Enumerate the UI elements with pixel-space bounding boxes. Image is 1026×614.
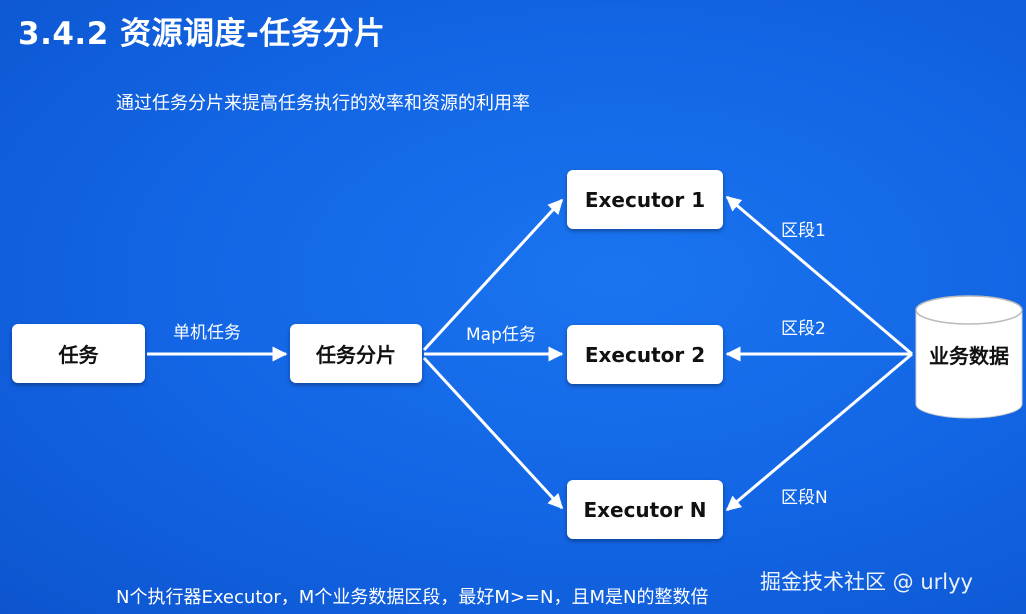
page-title: 3.4.2 资源调度-任务分片: [18, 16, 386, 52]
edge-sharding-to-executor1: [422, 198, 564, 352]
edge-data-to-executorN: [725, 352, 913, 512]
edge-label-single: 单机任务: [173, 323, 241, 343]
node-business-data: 业务数据: [929, 344, 1009, 368]
node-executor-2: Executor 2: [567, 325, 723, 384]
node-task-sharding: 任务分片: [290, 324, 422, 383]
edge-label-segn: 区段N: [781, 488, 828, 508]
footer-note: N个执行器Executor，M个业务数据区段，最好M>=N，且M是N的整数倍: [116, 587, 709, 608]
page-subtitle: 通过任务分片来提高任务执行的效率和资源的利用率: [116, 93, 530, 114]
node-executor-n: Executor N: [567, 480, 723, 539]
node-executor-1: Executor 1: [567, 170, 723, 229]
node-task: 任务: [12, 324, 145, 383]
edge-label-seg2: 区段2: [781, 319, 826, 339]
edge-sharding-to-executorN: [422, 356, 564, 510]
database-icon: [915, 295, 1023, 419]
edge-label-map: Map任务: [466, 325, 536, 345]
edge-label-seg1: 区段1: [781, 221, 826, 241]
watermark: 掘金技术社区 @ urlyy: [760, 570, 973, 594]
edge-data-to-executor1: [725, 195, 913, 356]
